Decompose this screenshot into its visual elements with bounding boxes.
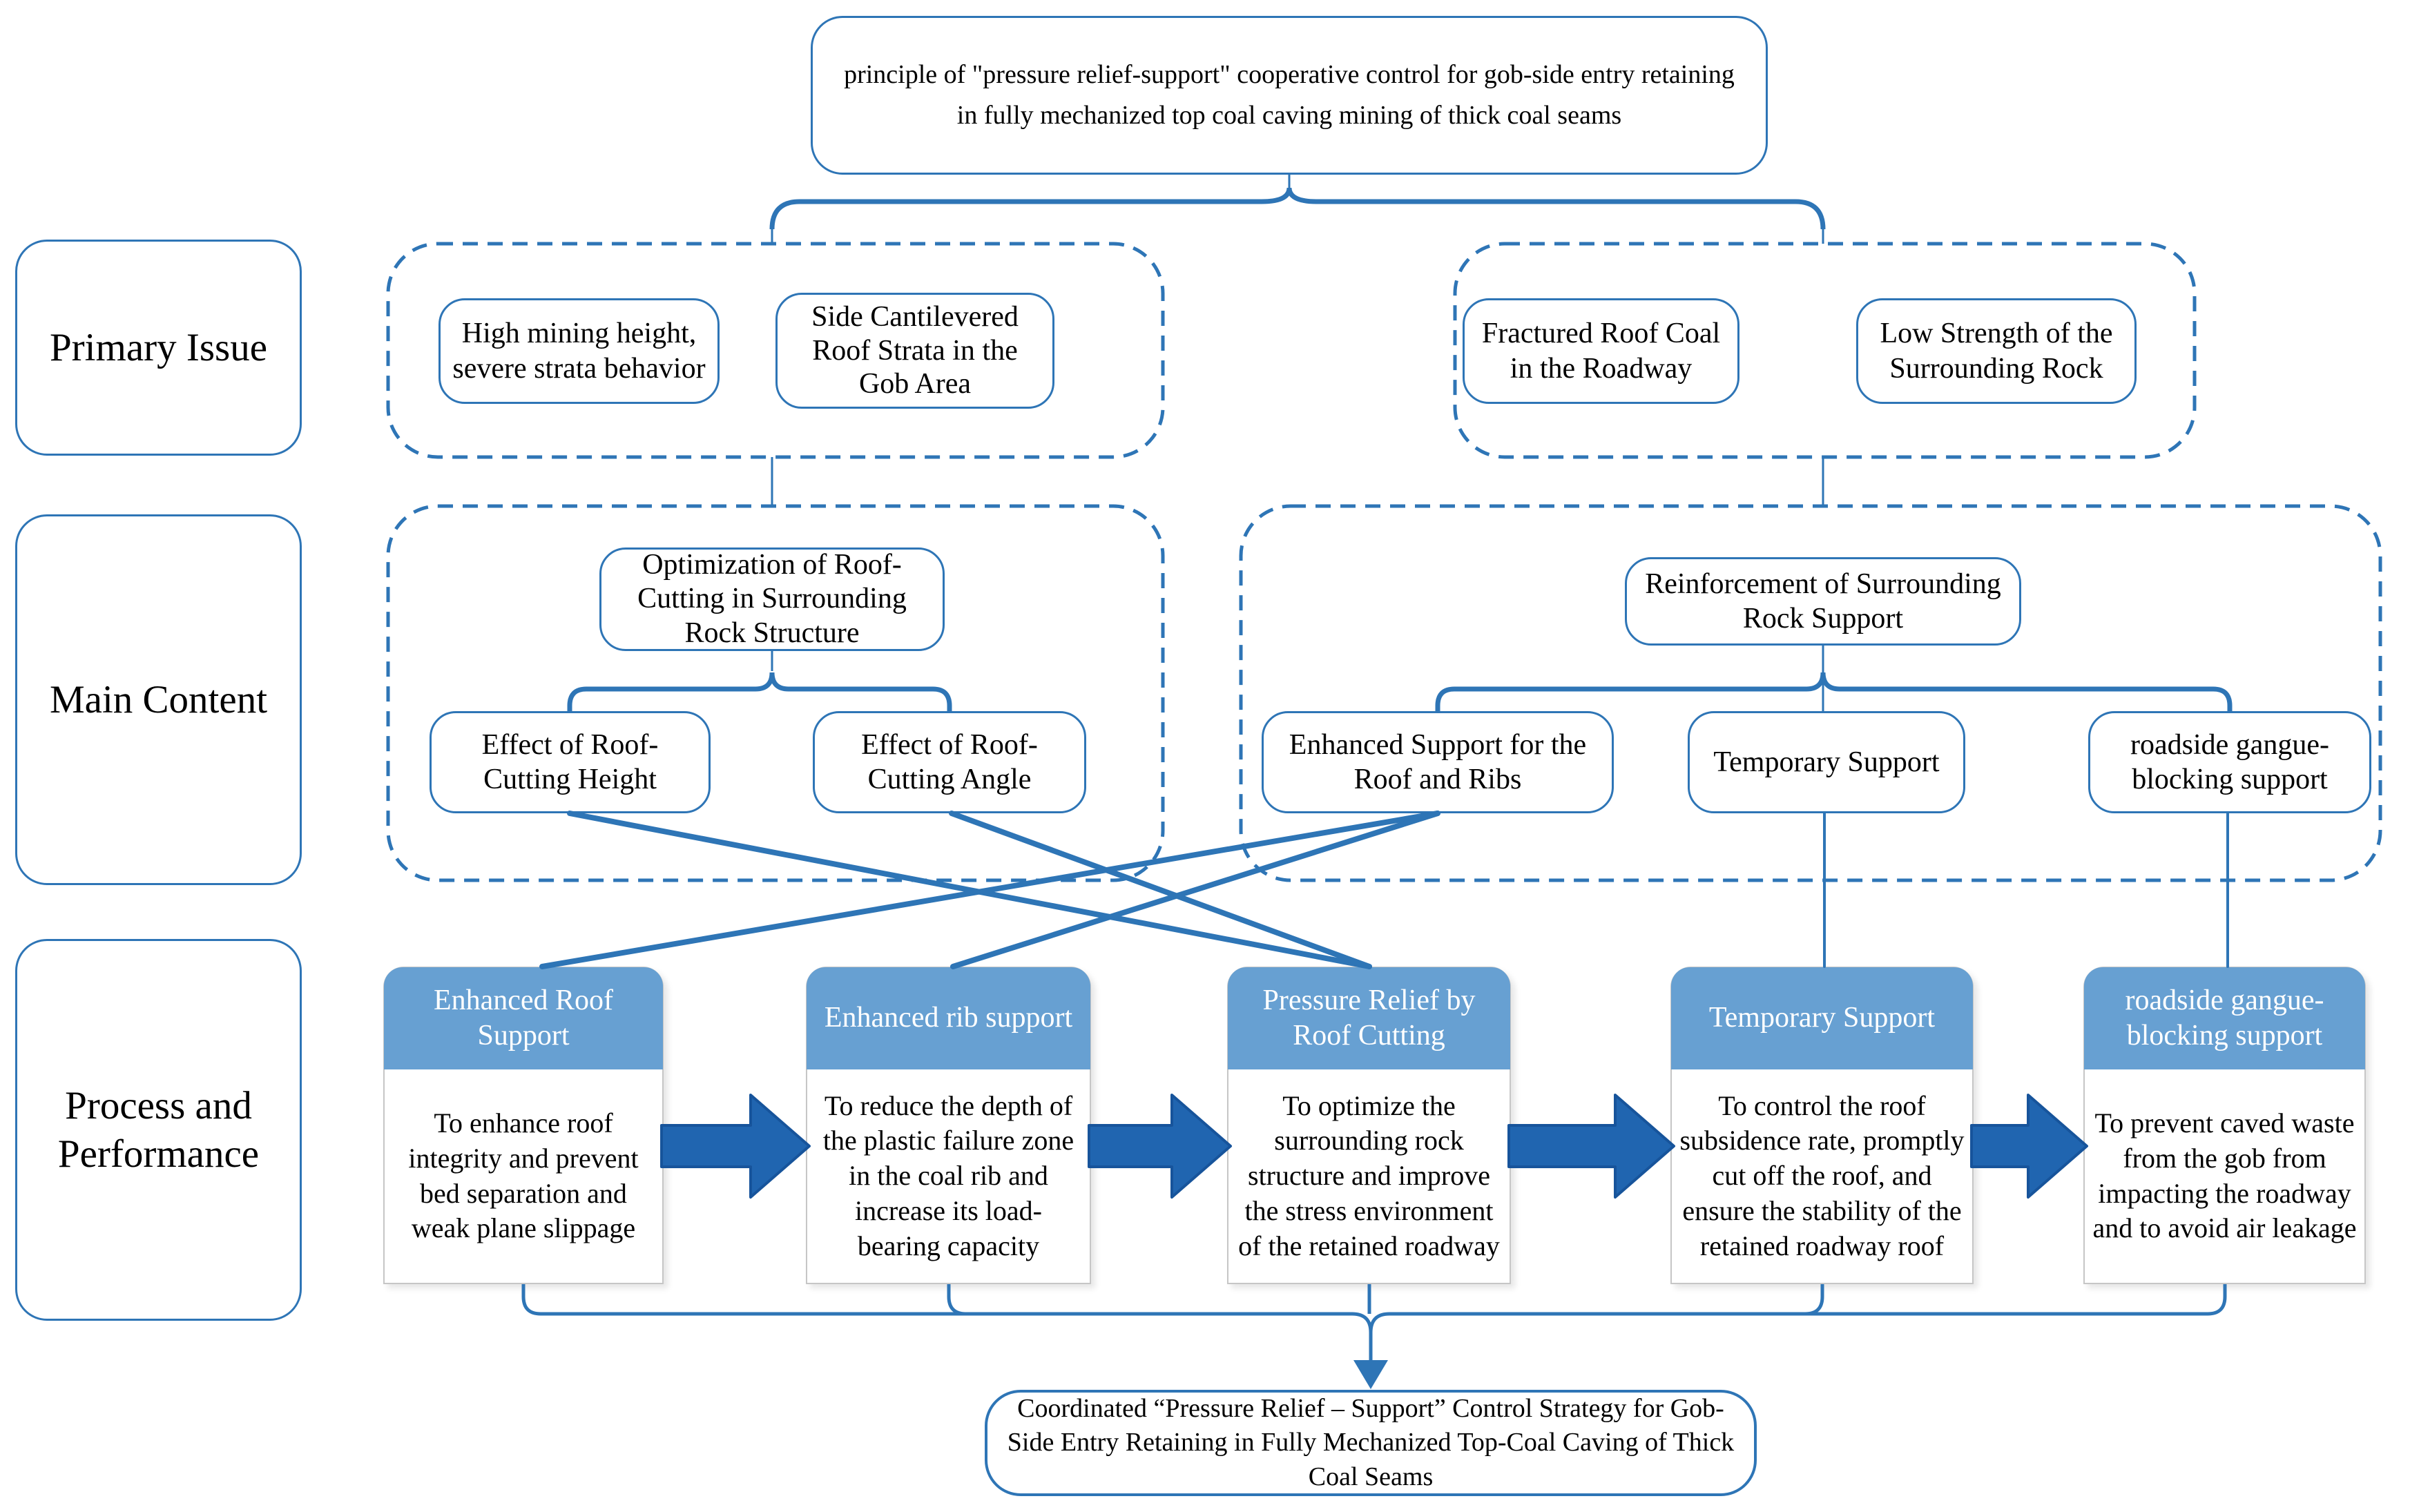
right-arrow-icon (660, 1094, 811, 1199)
down-arrowhead-icon (1353, 1360, 1388, 1389)
link-angle-to-pressure-relief (949, 811, 1372, 969)
row-label-text: Main Content (49, 677, 268, 721)
issue-text: High mining height, severe strata behavi… (452, 318, 706, 385)
content-text: Effect of Roof-Cutting Height (481, 728, 659, 795)
content-box-rock-support-reinforcement: Reinforcement of Surrounding Rock Suppor… (1625, 557, 2021, 646)
row-label-process-performance: Process and Performance (15, 939, 302, 1321)
content-text: Optimization of Roof-Cutting in Surround… (637, 549, 907, 649)
process-step-header: Pressure Relief by Roof Cutting (1228, 967, 1510, 1069)
content-text: Temporary Support (1713, 746, 1940, 778)
right-arrow-icon (1970, 1094, 2088, 1199)
process-step-header: Enhanced Roof Support (384, 967, 663, 1069)
principle-title-text: principle of "pressure relief-support" c… (844, 60, 1735, 130)
process-step-temporary-support: Temporary Support To control the roof su… (1670, 967, 1974, 1284)
process-step-desc: To prevent caved waste from the gob from… (2092, 1107, 2357, 1244)
link-support-to-roof-support (539, 811, 1440, 969)
collector-connector (521, 1284, 2227, 1389)
content-text: roadside gangue-blocking support (2130, 728, 2330, 795)
process-step-roadside-gangue-blocking: roadside gangue-blocking support To prev… (2083, 967, 2366, 1284)
issue-text: Fractured Roof Coal in the Roadway (1481, 318, 1721, 385)
link-height-to-pressure-relief (567, 811, 1372, 969)
content-box-roadside-gangue-blocking: roadside gangue-blocking support (2088, 711, 2371, 813)
row-label-primary-issue: Primary Issue (15, 240, 302, 456)
link-support-to-rib-support (950, 811, 1440, 969)
issue-text: Side Cantilevered Roof Strata in the Gob… (811, 300, 1019, 400)
row-label-main-content: Main Content (15, 514, 302, 885)
strategy-conclusion-box: Coordinated “Pressure Relief – Support” … (985, 1390, 1757, 1496)
issue-box-high-mining-height: High mining height, severe strata behavi… (438, 298, 720, 404)
process-step-desc: To optimize the surrounding rock structu… (1238, 1089, 1500, 1261)
process-step-enhanced-rib-support: Enhanced rib support To reduce the depth… (806, 967, 1091, 1284)
process-step-enhanced-roof-support: Enhanced Roof Support To enhance roof in… (383, 967, 664, 1284)
process-step-header: Enhanced rib support (807, 967, 1090, 1069)
issue-text: Low Strength of the Surrounding Rock (1880, 318, 2113, 385)
principle-title-box: principle of "pressure relief-support" c… (811, 16, 1768, 175)
content-box-roof-cutting-optimization: Optimization of Roof-Cutting in Surround… (599, 547, 945, 651)
process-step-pressure-relief-roof-cutting: Pressure Relief by Roof Cutting To optim… (1227, 967, 1511, 1284)
content-text: Enhanced Support for the Roof and Ribs (1289, 728, 1587, 795)
row-label-text: Process and Performance (57, 1083, 260, 1176)
issue-box-low-strength-rock: Low Strength of the Surrounding Rock (1856, 298, 2137, 404)
process-step-header: roadside gangue-blocking support (2084, 967, 2365, 1069)
cross-link-lines (539, 811, 2229, 969)
left-brace-connector (567, 651, 952, 711)
strategy-conclusion-text: Coordinated “Pressure Relief – Support” … (1007, 1393, 1735, 1491)
right-brace-connector (1435, 646, 2233, 711)
row-label-text: Primary Issue (49, 325, 268, 369)
content-box-roof-cutting-height: Effect of Roof-Cutting Height (430, 711, 711, 813)
process-step-header: Temporary Support (1671, 967, 1973, 1069)
content-box-enhanced-support-roof-ribs: Enhanced Support for the Roof and Ribs (1262, 711, 1614, 813)
process-step-desc: To control the roof subsidence rate, pro… (1679, 1089, 1965, 1261)
issue-box-fractured-roof-coal: Fractured Roof Coal in the Roadway (1463, 298, 1739, 404)
issue-box-side-cantilevered-roof: Side Cantilevered Roof Strata in the Gob… (775, 293, 1054, 409)
content-box-temporary-support: Temporary Support (1688, 711, 1965, 813)
process-step-desc: To reduce the depth of the plastic failu… (822, 1089, 1074, 1261)
right-arrow-icon (1507, 1094, 1675, 1199)
content-text: Effect of Roof-Cutting Angle (861, 728, 1038, 795)
content-box-roof-cutting-angle: Effect of Roof-Cutting Angle (813, 711, 1086, 813)
process-step-desc: To enhance roof integrity and prevent be… (408, 1107, 639, 1244)
content-text: Reinforcement of Surrounding Rock Suppor… (1645, 568, 2001, 634)
right-arrow-icon (1088, 1094, 1232, 1199)
